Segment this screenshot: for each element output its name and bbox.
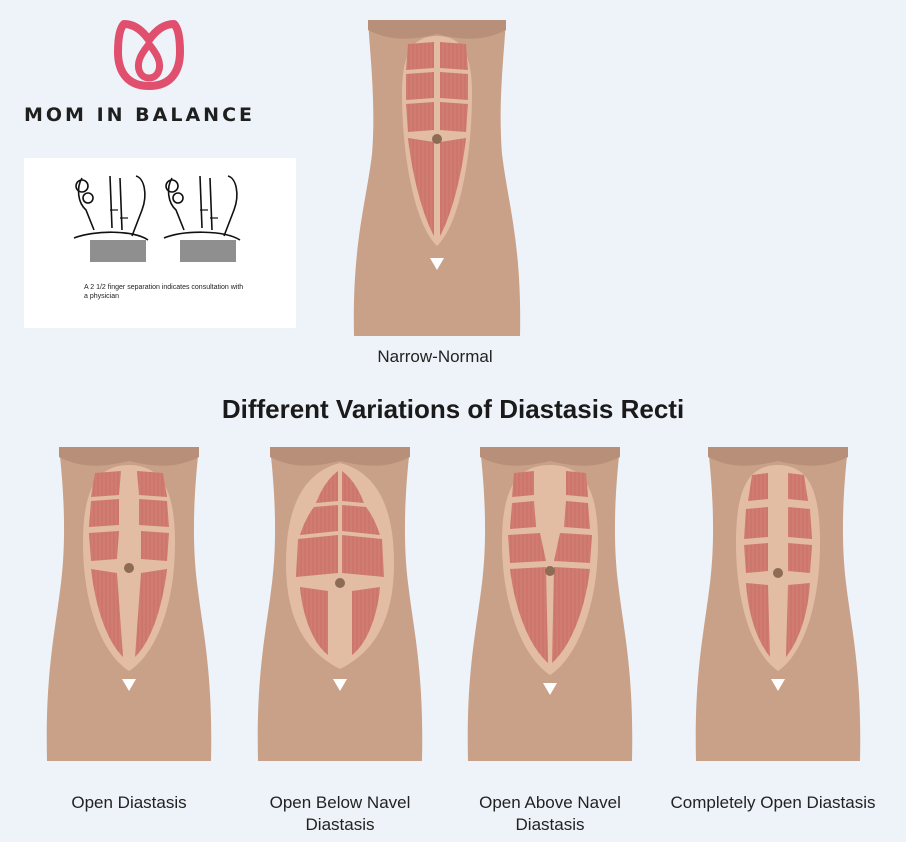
inset-illustration: A 2 1/2 finger separation indicates cons… [24, 158, 296, 328]
torso-narrow-normal [353, 20, 521, 336]
label-narrow-normal: Narrow-Normal [377, 347, 493, 366]
label-open-diastasis: Open Diastasis [71, 793, 187, 812]
torso-open-above-navel [467, 447, 633, 761]
finger-test-sketch [73, 175, 241, 262]
logo-text: MOM IN BALANCE [24, 104, 255, 126]
torso-open-below-navel [257, 447, 423, 761]
label-open-below-navel: Open Below Navel Diastasis [269, 793, 411, 834]
label-open-above-navel: Open Above Navel Diastasis [479, 793, 621, 834]
inset-caption: A 2 1/2 finger separation indicates cons… [84, 284, 244, 300]
label-completely-open: Completely Open Diastasis [670, 793, 876, 812]
torso-open-diastasis [46, 447, 212, 761]
torso-completely-open [695, 447, 861, 761]
logo-icon [114, 20, 184, 90]
diagram-title: Different Variations of Diastasis Recti [221, 394, 685, 424]
